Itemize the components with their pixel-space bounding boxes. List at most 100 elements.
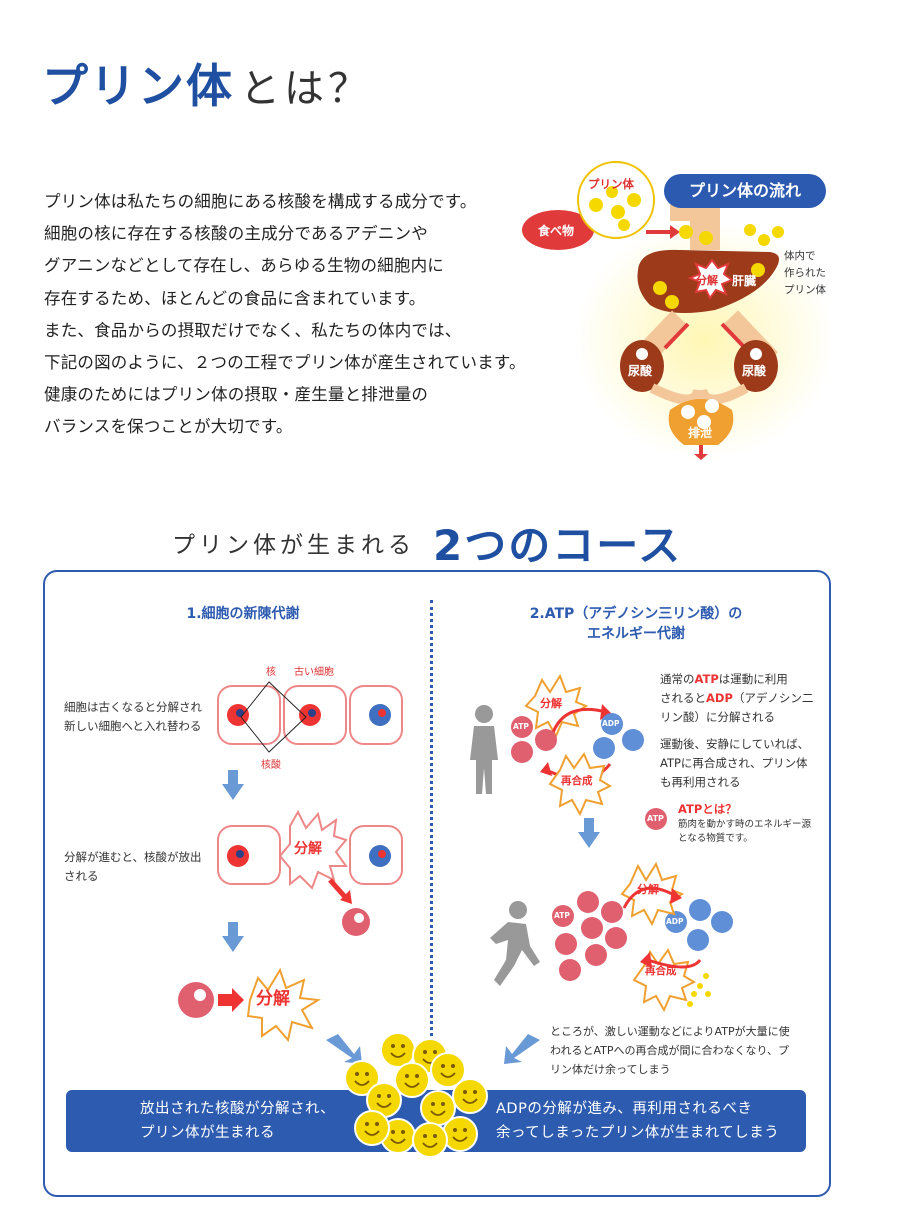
left-arrow-down-2 [222, 922, 244, 952]
right-text1: 通常のATPは運動に利用 されるとADP（アデノシン二 リン酸）に分解される [660, 670, 813, 727]
flow-liver-label: 肝臓 [732, 274, 757, 288]
intro-line: また、食品からの摂取だけでなく、私たちの体内では、 [44, 320, 462, 340]
flow-note-line: 作られた [784, 267, 826, 279]
atp-cycle-2 [552, 861, 733, 1013]
right-text3-line: リン体だけ余ってしまう [550, 1063, 671, 1076]
right-text2: 運動後、安静にしていれば、 ATPに再合成され、プリン体 も再利用される [660, 735, 809, 792]
purine-flow-diagram: プリン体の流れ プリン体 食べ物 分解 肝臓 尿酸 尿酸 排泄 体内で 作られた… [520, 160, 850, 460]
smiley-icon [452, 1078, 488, 1114]
cycle1-decompose-label: 分解 [540, 697, 562, 710]
intro-line: プリン体は私たちの細胞にある核酸を構成する成分です。 [44, 192, 477, 211]
smiley-icon [430, 1052, 466, 1088]
left-step2-text: 分解が進むと、核酸が放出 される [64, 848, 202, 886]
cycle1-atp-label: ATP [513, 722, 529, 731]
courses-divider [430, 600, 433, 1060]
intro-text: プリン体は私たちの細胞にある核酸を構成する成分です。 細胞の核に存在する核酸の主… [44, 186, 554, 444]
smiley-icon [344, 1060, 380, 1096]
left-step2-line: される [64, 869, 99, 883]
intro-line: 健康のためにはプリン体の摂取・産生量と排泄量の [44, 385, 429, 405]
right-course-title-line: エネルギー代謝 [587, 626, 685, 642]
smiley-icon [354, 1110, 390, 1146]
label-nucleus: 核 [266, 667, 276, 678]
flow-excretion-label: 排泄 [688, 426, 713, 440]
smiley-icon [394, 1062, 430, 1098]
flow-note-line: プリン体 [784, 284, 826, 296]
label-old-cell: 古い細胞 [294, 667, 334, 678]
atp-small-icon [645, 808, 667, 830]
left-step1-line: 細胞は古くなると分解され [64, 700, 202, 714]
intro-line: バランスを保つことが大切です。 [44, 417, 293, 437]
section-title-main: 2つのコース [433, 521, 683, 570]
smiley-icon [366, 1082, 402, 1118]
left-step2-line: 分解が進むと、核酸が放出 [64, 850, 202, 864]
left-burst1-label: 分解 [294, 841, 322, 857]
right-arrow-down [578, 818, 600, 848]
bottom-right-line: 余ってしまったプリン体が生まれてしまう [496, 1125, 780, 1141]
right-text1-line: リン酸）に分解される [660, 710, 775, 724]
section-title-pre: プリン体が生まれる [172, 532, 415, 559]
left-course-title: 1.細胞の新陳代謝 [186, 606, 300, 622]
cycle2-decompose-label: 分解 [637, 883, 659, 896]
old-cells-row [217, 681, 403, 753]
page-title: プリン体とは？ [42, 50, 372, 116]
flow-food-label: 食べ物 [538, 224, 575, 238]
purine-flow-illustration [522, 161, 835, 460]
atp-small-icon-label: ATP [647, 814, 664, 823]
atp-what-title: ATPとは？ [678, 802, 737, 816]
atp-what-line: となる物質です。 [678, 833, 753, 844]
courses-frame [43, 570, 831, 1197]
smiley-icon [380, 1032, 416, 1068]
bottom-left-line: 放出された核酸が分解され、 [140, 1101, 336, 1117]
label-nucleic-acid: 核酸 [261, 760, 281, 771]
cycle2-atp-label: ATP [554, 911, 570, 920]
flow-purine-label: プリン体 [588, 177, 634, 191]
right-text1-line: されるとADP（アデノシン二 [660, 691, 814, 705]
right-course-title-line: 2.ATP（アデノシン三リン酸）の [529, 606, 743, 622]
smiley-icon [412, 1122, 448, 1158]
bottom-left-line: プリン体が生まれる [140, 1125, 275, 1141]
flow-note: 体内で 作られた プリン体 [784, 248, 844, 299]
intro-line: 細胞の核に存在する核酸の主成分であるアデニンや [44, 224, 428, 244]
atp-what-line: 筋肉を動かす時のエネルギー源 [678, 819, 812, 830]
right-course-title: 2.ATP（アデノシン三リン酸）の エネルギー代謝 [486, 604, 786, 644]
decomposing-cells-row [217, 809, 403, 936]
flow-kidney-left-label: 尿酸 [628, 364, 653, 378]
bottom-left-text: 放出された核酸が分解され、 プリン体が生まれる [140, 1097, 335, 1145]
atp-cycle-1 [511, 673, 644, 817]
intro-line: 存在するため、ほとんどの食品に含まれています。 [44, 288, 426, 308]
right-text2-line: ATPに再合成され、プリン体 [660, 756, 808, 770]
flow-title-badge: プリン体の流れ [664, 174, 826, 208]
flow-decompose-label: 分解 [696, 274, 718, 287]
flow-kidney-right-label: 尿酸 [742, 364, 767, 378]
left-step1-text: 細胞は古くなると分解され 新しい細胞へと入れ替わる [64, 698, 202, 736]
intro-line: グアニンなどとして存在し、あらゆる生物の細胞内に [44, 256, 444, 276]
right-text3: ところが、激しい運動などによりATPが大量に使 われるとATPへの再合成が間に合… [550, 1022, 790, 1079]
cycle2-resynth-label: 再合成 [645, 965, 677, 977]
smiley-icon [442, 1116, 478, 1152]
bottom-right-text: ADPの分解が進み、再利用されるべき 余ってしまったプリン体が生まれてしまう [496, 1097, 779, 1145]
right-text3-line: われるとATPへの再合成が間に合わなくなり、プ [550, 1044, 790, 1057]
cycle1-resynth-label: 再合成 [561, 775, 593, 787]
right-text1-line: 通常のATPは運動に利用 [660, 672, 788, 686]
left-burst2-label: 分解 [256, 989, 290, 1009]
left-step1-line: 新しい細胞へと入れ替わる [64, 719, 202, 733]
intro-line: 下記の図のように、２つの工程でプリン体が産生されています。 [44, 353, 526, 373]
cycle2-adp-label: ADP [666, 917, 684, 926]
smiley-icon [420, 1090, 456, 1126]
section-title: プリン体が生まれる 2つのコース [172, 512, 682, 573]
page-title-main: プリン体 [42, 59, 234, 113]
standing-person-icon [470, 705, 498, 794]
right-text2-line: も再利用される [660, 775, 741, 789]
cycle1-adp-label: ADP [602, 719, 620, 728]
right-text3-line: ところが、激しい運動などによりATPが大量に使 [550, 1025, 790, 1038]
running-person-icon [490, 901, 540, 986]
right-text2-line: 運動後、安静にしていれば、 [660, 737, 810, 751]
left-arrow-down-1 [222, 770, 244, 800]
flow-note-line: 体内で [784, 250, 816, 262]
atp-what-desc: 筋肉を動かす時のエネルギー源 となる物質です。 [678, 818, 811, 846]
page-title-sub: とは？ [240, 66, 372, 112]
bottom-right-line: ADPの分解が進み、再利用されるべき [496, 1101, 753, 1117]
nucleus-decompose [178, 967, 321, 1043]
